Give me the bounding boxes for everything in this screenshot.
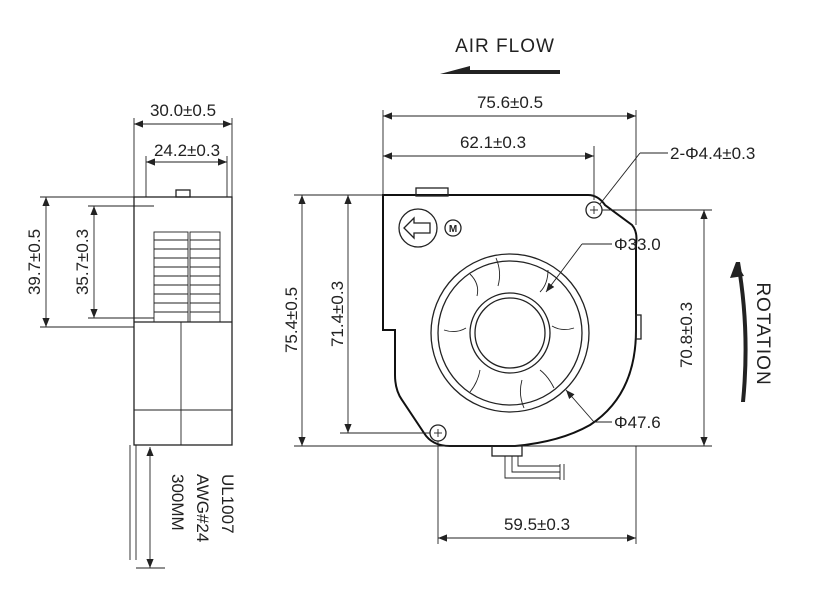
cable-spec-2: AWG#24 xyxy=(193,474,212,542)
svg-text:M: M xyxy=(449,224,457,235)
impeller-outer-dia: Φ47.6 xyxy=(614,413,661,432)
outlet-grille xyxy=(153,231,221,323)
side-view: 30.0±0.5 24.2±0.3 39.7±0.5 35.7±0.3 UL10… xyxy=(25,101,237,569)
hole-horizontal-spacing: 59.5±0.3 xyxy=(504,515,570,534)
mount-hole-bottom xyxy=(429,424,447,442)
side-height-outer: 39.7±0.5 xyxy=(25,229,44,295)
hole-vertical-spacing: 70.8±0.3 xyxy=(677,302,696,368)
cable-spec-1: UL1007 xyxy=(218,474,237,534)
mount-hole-top xyxy=(585,201,603,219)
side-width-inner: 24.2±0.3 xyxy=(154,141,220,160)
impeller-inner-dia: Φ33.0 xyxy=(614,235,661,254)
side-width-outer: 30.0±0.5 xyxy=(150,101,216,120)
motor-symbol-icon: M xyxy=(444,219,462,237)
rotation-arrow-icon xyxy=(730,262,748,402)
airflow-label: AIR FLOW xyxy=(455,36,555,57)
front-view: M 75.6±0.5 62.1±0.3 2-Φ4.4±0.3 Φ33.0 Φ47… xyxy=(282,93,755,544)
cable-spec-3: 300MM xyxy=(168,474,187,531)
direction-arrow-icon xyxy=(398,208,438,248)
front-width-to-hole: 62.1±0.3 xyxy=(460,133,526,152)
rotation-label: ROTATION xyxy=(752,282,773,385)
front-height-total: 75.4±0.5 xyxy=(282,287,301,353)
front-height-to-hole: 71.4±0.3 xyxy=(328,281,347,347)
airflow-arrow-icon xyxy=(440,66,560,74)
front-width-total: 75.6±0.5 xyxy=(477,93,543,112)
impeller xyxy=(430,253,590,413)
hole-spec: 2-Φ4.4±0.3 xyxy=(670,144,755,163)
side-height-inner: 35.7±0.3 xyxy=(73,229,92,295)
